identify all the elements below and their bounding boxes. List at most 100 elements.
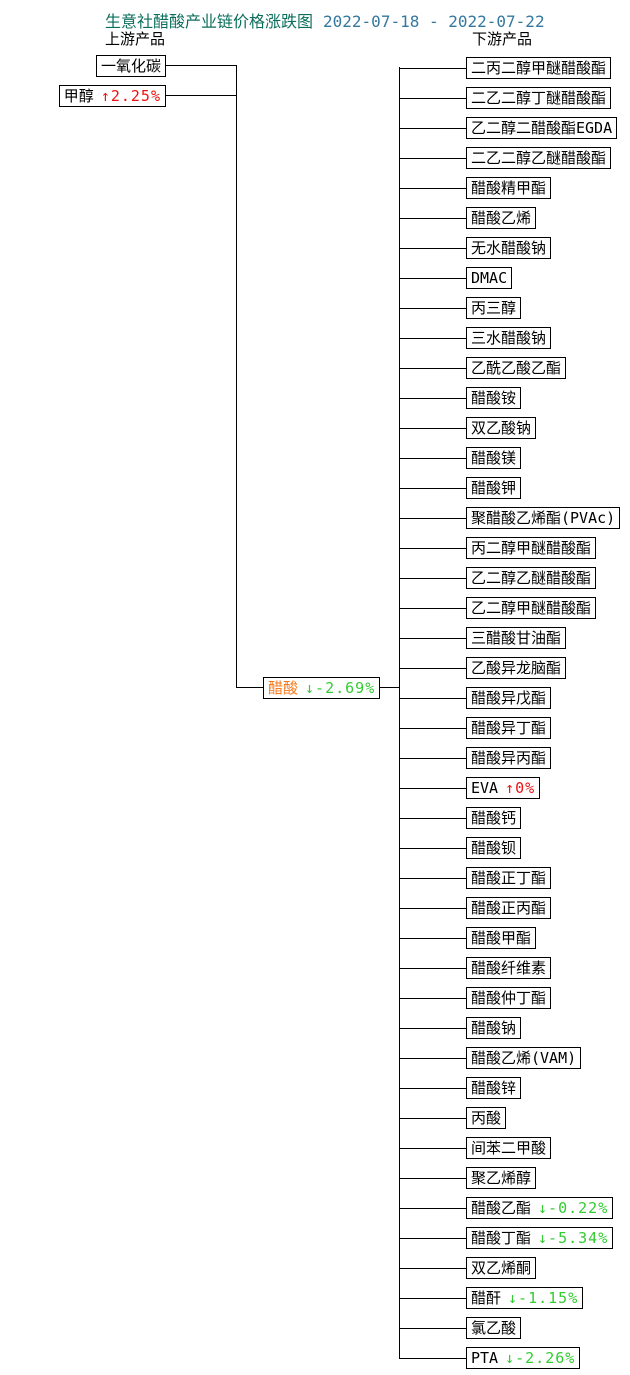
downstream-product-node[interactable]: 间苯二甲酸: [398, 1137, 552, 1159]
product-name: 间苯二甲酸: [471, 1139, 547, 1157]
downstream-product-node[interactable]: 三水醋酸钠: [398, 327, 552, 349]
upstream-column-label: 上游产品: [105, 30, 166, 48]
downstream-product-node[interactable]: DMAC: [398, 267, 513, 289]
product-name: 丙酸: [471, 1109, 502, 1127]
downstream-product-node[interactable]: 醋酸锌: [398, 1077, 522, 1099]
product-name: 乙二醇甲醚醋酸酯: [471, 599, 592, 617]
downstream-product-node[interactable]: 二乙二醇乙醚醋酸酯: [398, 147, 612, 169]
product-name: 醋酐: [471, 1289, 502, 1307]
product-name: 聚醋酸乙烯酯(PVAc): [471, 509, 616, 527]
node-carbon-monoxide[interactable]: 一氧化碳: [95, 55, 166, 77]
downstream-product-node[interactable]: 乙酰乙酸乙酯: [398, 357, 567, 379]
product-name: 醋酸: [268, 679, 299, 697]
product-name: PTA: [471, 1349, 499, 1367]
product-name: 醋酸锌: [471, 1079, 517, 1097]
downstream-product-list: 二丙二醇甲醚醋酸酯 二乙二醇丁醚醋酸酯 乙二醇二醋酸酯EGDA 二乙二醇乙醚醋酸…: [398, 57, 621, 1375]
product-name: 醋酸丁酯: [471, 1229, 532, 1247]
product-name: 三水醋酸钠: [471, 329, 547, 347]
downstream-product-node[interactable]: 无水醋酸钠: [398, 237, 552, 259]
product-name: 醋酸铵: [471, 389, 517, 407]
downstream-product-node[interactable]: 醋酸镁: [398, 447, 522, 469]
downstream-product-node[interactable]: 醋酸钙: [398, 807, 522, 829]
downstream-product-node[interactable]: 醋酸乙烯(VAM): [398, 1047, 582, 1069]
downstream-product-node[interactable]: 醋酸钠: [398, 1017, 522, 1039]
downstream-product-node[interactable]: 二乙二醇丁醚醋酸酯: [398, 87, 612, 109]
downstream-product-node[interactable]: 聚醋酸乙烯酯(PVAc): [398, 507, 621, 529]
downstream-product-node[interactable]: 醋酸乙烯: [398, 207, 537, 229]
product-name: 醋酸异丙酯: [471, 749, 547, 767]
downstream-product-node[interactable]: 醋酸异丙酯: [398, 747, 552, 769]
downstream-product-node[interactable]: 醋酸仲丁酯: [398, 987, 552, 1009]
downstream-product-node[interactable]: 醋酸乙酯↓-0.22%: [398, 1197, 614, 1219]
product-name: DMAC: [471, 269, 508, 287]
product-name: 醋酸异戊酯: [471, 689, 547, 707]
product-name: 乙酰乙酸乙酯: [471, 359, 562, 377]
change-badge: ↓-0.22%: [538, 1199, 609, 1217]
product-name: 醋酸异丁酯: [471, 719, 547, 737]
downstream-product-node[interactable]: 二丙二醇甲醚醋酸酯: [398, 57, 612, 79]
product-name: 聚乙烯醇: [471, 1169, 532, 1187]
downstream-product-node[interactable]: 氯乙酸: [398, 1317, 522, 1339]
downstream-product-node[interactable]: 醋酸钡: [398, 837, 522, 859]
downstream-product-node[interactable]: 丙酸: [398, 1107, 507, 1129]
downstream-product-node[interactable]: 醋酸丁酯 ↓-5.34%: [398, 1227, 614, 1249]
downstream-product-node[interactable]: 醋酸纤维素: [398, 957, 552, 979]
change-badge: ↓-2.69%: [305, 679, 376, 697]
product-name: 丙三醇: [471, 299, 517, 317]
downstream-product-node[interactable]: 醋酸甲酯: [398, 927, 537, 949]
product-name: 乙酸异龙脑酯: [471, 659, 562, 677]
product-name: 醋酸乙烯(VAM): [471, 1049, 577, 1067]
downstream-product-node[interactable]: 醋酸铵: [398, 387, 522, 409]
title-date-range: 2022-07-18 - 2022-07-22: [323, 12, 545, 31]
downstream-product-node[interactable]: 双乙烯酮: [398, 1257, 537, 1279]
downstream-product-node[interactable]: EVA ↑0%: [398, 777, 541, 799]
downstream-product-node[interactable]: 醋酸精甲酯: [398, 177, 552, 199]
downstream-product-node[interactable]: PTA ↓-2.26%: [398, 1347, 581, 1369]
connector-line-upstream-2: [120, 95, 236, 96]
downstream-product-node[interactable]: 醋酸正丙酯: [398, 897, 552, 919]
node-methanol[interactable]: 甲醇↑2.25%: [58, 85, 166, 107]
product-name: 三醋酸甘油酯: [471, 629, 562, 647]
product-name: 二乙二醇乙醚醋酸酯: [471, 149, 607, 167]
downstream-product-node[interactable]: 三醋酸甘油酯: [398, 627, 567, 649]
downstream-product-node[interactable]: 醋酐↓-1.15%: [398, 1287, 584, 1309]
downstream-product-node[interactable]: 乙酸异龙脑酯: [398, 657, 567, 679]
product-name: 醋酸钠: [471, 1019, 517, 1037]
product-name: 醋酸镁: [471, 449, 517, 467]
downstream-product-node[interactable]: 乙二醇二醋酸酯EGDA: [398, 117, 618, 139]
connector-line-upstream-1: [150, 65, 236, 66]
product-name: 醋酸钡: [471, 839, 517, 857]
product-name: 氯乙酸: [471, 1319, 517, 1337]
product-name: 双乙烯酮: [471, 1259, 532, 1277]
product-name: 双乙酸钠: [471, 419, 532, 437]
downstream-product-node[interactable]: 丙三醇: [398, 297, 522, 319]
product-name: 醋酸钾: [471, 479, 517, 497]
connector-line-downstream-trunk: [399, 67, 400, 1358]
downstream-product-node[interactable]: 丙二醇甲醚醋酸酯: [398, 537, 597, 559]
product-name: EVA: [471, 779, 499, 797]
product-name: 醋酸甲酯: [471, 929, 532, 947]
product-name: 醋酸纤维素: [471, 959, 547, 977]
change-badge: ↓-5.34%: [538, 1229, 609, 1247]
downstream-product-node[interactable]: 醋酸钾: [398, 477, 522, 499]
change-badge: ↑0%: [505, 779, 536, 797]
change-badge: ↓-2.26%: [505, 1349, 576, 1367]
downstream-product-node[interactable]: 聚乙烯醇: [398, 1167, 537, 1189]
product-name: 醋酸正丁酯: [471, 869, 547, 887]
product-name: 醋酸乙烯: [471, 209, 532, 227]
downstream-column-label: 下游产品: [472, 30, 533, 48]
downstream-product-node[interactable]: 乙二醇甲醚醋酸酯: [398, 597, 597, 619]
downstream-product-node[interactable]: 醋酸异戊酯: [398, 687, 552, 709]
downstream-product-node[interactable]: 醋酸正丁酯: [398, 867, 552, 889]
downstream-product-node[interactable]: 双乙酸钠: [398, 417, 537, 439]
downstream-product-node[interactable]: 乙二醇乙醚醋酸酯: [398, 567, 597, 589]
product-name: 醋酸钙: [471, 809, 517, 827]
node-acetic-acid[interactable]: 醋酸 ↓-2.69%: [263, 677, 381, 699]
product-name: 醋酸正丙酯: [471, 899, 547, 917]
product-name: 醋酸仲丁酯: [471, 989, 547, 1007]
downstream-product-node[interactable]: 醋酸异丁酯: [398, 717, 552, 739]
product-name: 一氧化碳: [100, 57, 161, 75]
product-name: 丙二醇甲醚醋酸酯: [471, 539, 592, 557]
